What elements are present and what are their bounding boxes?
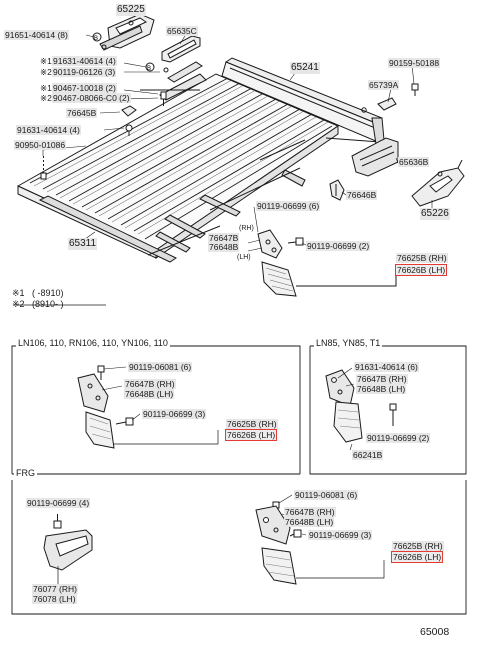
footnote-mark-1: ※1: [40, 56, 52, 66]
label-90119-06699-frg: 90119-06699 (4): [26, 498, 91, 508]
section-title-lower-right: LN85, YN85, T1: [314, 338, 383, 349]
label-76645b: 76645B: [66, 108, 98, 118]
label-76647b-lr: 76647B (RH): [356, 374, 408, 384]
leader-lines-top: [42, 13, 433, 252]
label-76077: 76077 (RH): [32, 584, 78, 594]
footnote-1-mark: ※1: [12, 288, 25, 298]
bracket-65226: [411, 159, 465, 207]
label-65739a: 65739A: [368, 80, 400, 90]
label-66241b: 66241B: [352, 450, 384, 460]
label-90467-08066-c0: 90467-08066-C0 (2): [52, 93, 131, 103]
label-90950-01086: 90950-01086: [14, 140, 67, 150]
section-title-frg: FRG: [14, 468, 37, 479]
label-90119-06699-frg-3: 90119-06699 (3): [308, 530, 373, 540]
label-76078: 76078 (LH): [32, 594, 77, 604]
label-76648b-frg: 76648B (LH): [284, 517, 335, 527]
label-76625b-ll: 76625B (RH): [226, 419, 278, 429]
footnote-2-mark: ※2: [12, 299, 25, 309]
label-76647b-frg: 76647B (RH): [284, 507, 336, 517]
diagram-id: 65008: [420, 626, 450, 638]
label-90119-06699-6: 90119-06699 (6): [256, 201, 321, 211]
label-76626b-ll: 76626B (LH): [224, 429, 278, 441]
label-65311: 65311: [68, 238, 98, 250]
footnote-mark-3: ※1: [40, 83, 52, 93]
mudguard-76625b-top: [261, 261, 397, 297]
label-76647b-ll: 76647B (RH): [124, 379, 176, 389]
label-76648b-top: 76648B: [208, 242, 240, 252]
label-lh-top: (LH): [237, 254, 251, 261]
label-76625b-frg: 76625B (RH): [392, 541, 444, 551]
svg-text:B: B: [94, 36, 98, 42]
bed-floor-65311: [16, 61, 340, 263]
label-65635c: 65635C: [166, 26, 198, 36]
label-65226: 65226: [420, 208, 450, 220]
label-76626b-top: 76626B (LH): [394, 264, 448, 276]
label-91631-40614-lr: 91631-40614 (6): [354, 362, 419, 372]
label-65241: 65241: [290, 62, 320, 74]
footnote-mark-4: ※2: [40, 93, 52, 103]
label-65225: 65225: [116, 4, 146, 16]
lower-left-parts: [77, 365, 219, 449]
label-rh-top: (RH): [239, 225, 254, 232]
label-76648b-lr: 76648B (LH): [356, 384, 407, 394]
label-76625b-top: 76625B (RH): [396, 253, 448, 263]
side-rail-65241: [221, 57, 385, 145]
bracket-65635c: B: [145, 35, 201, 73]
label-90119-06699-ll: 90119-06699 (3): [142, 409, 207, 419]
clip-76645b: [121, 105, 137, 136]
footnote-2-range: (8910- ): [32, 299, 64, 309]
label-76626b-frg: 76626B (LH): [390, 551, 444, 563]
bracket-76646b: [329, 179, 345, 201]
label-91631-40614-b: 91631-40614 (4): [16, 125, 81, 135]
label-90119-06699-2: 90119-06699 (2): [306, 241, 371, 251]
label-90159-50188: 90159-50188: [388, 58, 441, 68]
label-90119-06081-ll: 90119-06081 (6): [128, 362, 193, 372]
mudguard-bracket-76647b-top: [257, 229, 304, 259]
label-76648b-ll: 76648B (LH): [124, 389, 175, 399]
nut-65739a: [377, 83, 419, 111]
bracket-65225: B: [92, 13, 155, 51]
reinforcement-65636b: [351, 137, 399, 177]
label-90119-06126: 90119-06126 (3): [52, 67, 117, 77]
svg-text:B: B: [147, 66, 151, 72]
label-76647b-top: 76647B: [208, 233, 240, 243]
bolt-90950: [40, 156, 47, 180]
label-91631-40614-a: 91631-40614 (4): [52, 56, 117, 66]
label-90467-10018: 90467-10018 (2): [52, 83, 117, 93]
lower-right-parts: [325, 367, 397, 451]
label-91651-40614: 91651-40614 (8): [4, 30, 69, 40]
label-76646b: 76646B: [346, 190, 378, 200]
footnote-1-range: ( -8910): [32, 288, 64, 298]
label-90119-06081-frg: 90119-06081 (6): [294, 490, 359, 500]
footnote-mark-2: ※2: [40, 67, 52, 77]
label-90119-06699-lr: 90119-06699 (2): [366, 433, 431, 443]
bottom-frg-parts: [43, 494, 385, 585]
section-title-lower-left: LN106, 110, RN106, 110, YN106, 110: [16, 338, 170, 349]
bolt-90467: [160, 91, 167, 106]
label-65636b: 65636B: [398, 157, 430, 167]
